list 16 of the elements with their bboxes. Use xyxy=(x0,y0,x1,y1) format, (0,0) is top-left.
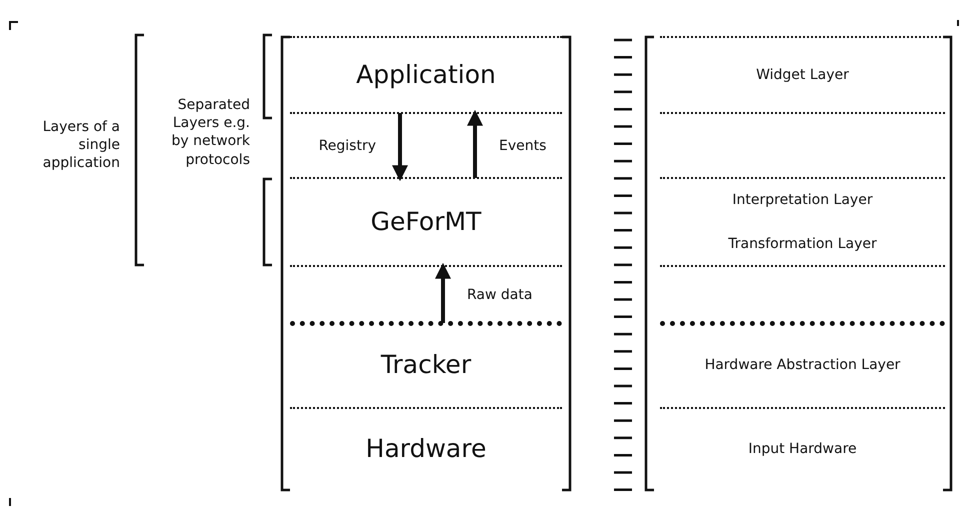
layer-name: Input Hardware xyxy=(660,408,945,490)
layer-name: Transformation Layer xyxy=(660,222,945,266)
layer-name: Hardware Abstraction Layer xyxy=(660,323,945,408)
layer-title: Application xyxy=(290,37,562,113)
arrow xyxy=(435,262,451,323)
layer-title: Hardware xyxy=(290,408,562,490)
side-note: Separated Layers e.g. by network protocols xyxy=(170,96,250,169)
layer-title: GeForMT xyxy=(290,178,562,266)
layer-name: Widget Layer xyxy=(660,37,945,113)
layer-title: Tracker xyxy=(290,323,562,408)
layer-name: Interpretation Layer xyxy=(660,178,945,222)
arrow xyxy=(392,113,408,182)
edge-label: Events xyxy=(497,138,548,154)
arrow xyxy=(467,110,483,178)
edge-label: Raw data xyxy=(465,286,534,302)
side-note: Layers of a single application xyxy=(42,118,120,173)
